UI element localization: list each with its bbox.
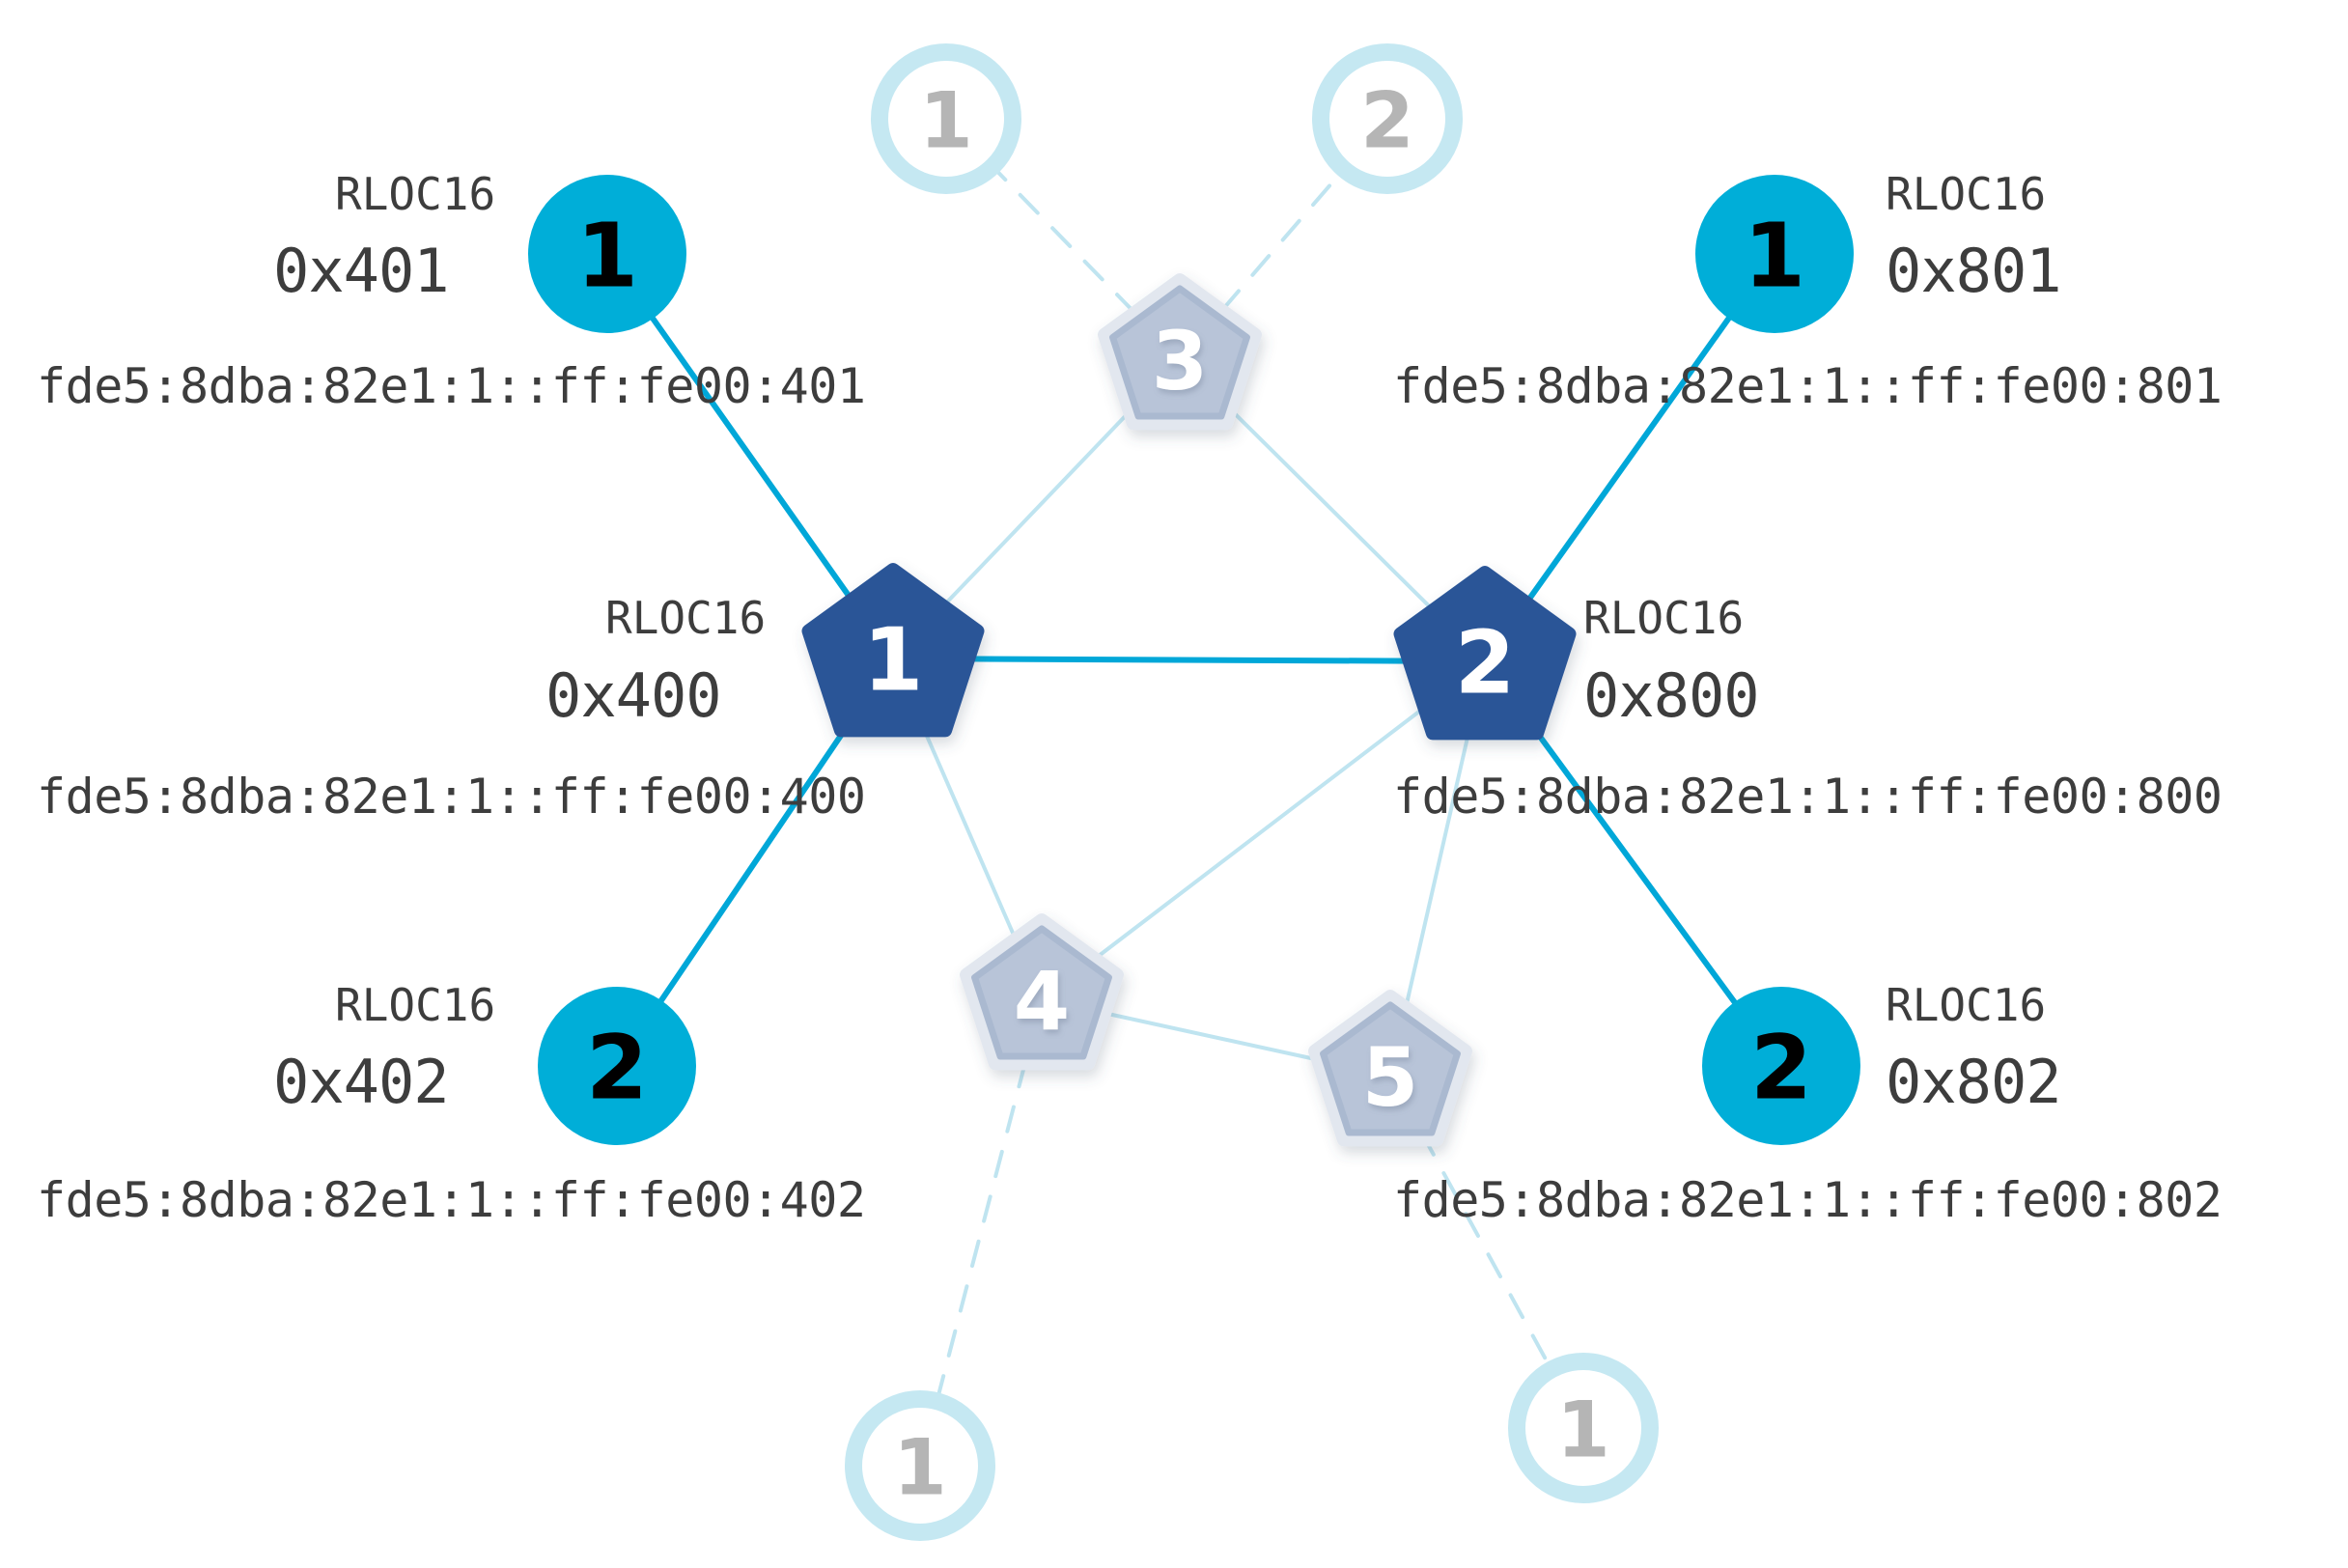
- node-neighbor[interactable]: 3: [1098, 273, 1262, 431]
- edge: [987, 160, 1137, 315]
- node-child[interactable]: 1: [528, 175, 686, 333]
- rloc16-value: 0x801: [1886, 236, 2062, 306]
- child-circle: [538, 987, 696, 1145]
- rloc16-caption: RLOC16: [335, 168, 496, 220]
- rloc16-value: 0x802: [1886, 1047, 2062, 1117]
- edge: [1524, 716, 1747, 1017]
- ipv6-address: fde5:8dba:82e1:1::ff:fe00:801: [1393, 358, 2222, 414]
- node-badge-label: 1: [919, 76, 973, 166]
- router-pentagon: [801, 563, 985, 738]
- ipv6-address: fde5:8dba:82e1:1::ff:fe00:400: [37, 769, 866, 825]
- node-badge-label: 1: [893, 1423, 947, 1513]
- node-child[interactable]: 2: [1702, 987, 1860, 1145]
- rloc16-caption: RLOC16: [1583, 592, 1745, 644]
- ghost-circle: [845, 1390, 995, 1541]
- node-badge-label: 2: [1455, 613, 1516, 714]
- node-router[interactable]: 1: [801, 563, 985, 738]
- neighbor-pentagon: [1320, 1001, 1461, 1136]
- child-circle: [1695, 175, 1854, 333]
- node-neighbor[interactable]: 4: [960, 913, 1124, 1071]
- router-pentagon: [1393, 566, 1577, 741]
- node-ghost[interactable]: 1: [871, 43, 1021, 194]
- rloc16-value: 0x402: [273, 1047, 450, 1117]
- node-router[interactable]: 2: [1393, 566, 1577, 741]
- edge: [941, 404, 1137, 608]
- rloc16-caption: RLOC16: [1886, 979, 2047, 1031]
- rloc16-caption: RLOC16: [335, 979, 496, 1031]
- rloc16-caption: RLOC16: [1886, 168, 2047, 220]
- node-badge-label: 1: [863, 610, 924, 712]
- edge: [1523, 303, 1741, 605]
- rloc16-value: 0x401: [273, 236, 450, 306]
- node-badge-label: 4: [1014, 954, 1070, 1049]
- node-badge-label: 2: [1360, 76, 1414, 166]
- ipv6-address: fde5:8dba:82e1:1::ff:fe00:802: [1393, 1172, 2222, 1228]
- edge-layer: [641, 160, 1747, 1409]
- node-ghost[interactable]: 1: [845, 1390, 995, 1541]
- edge: [1091, 703, 1430, 963]
- edge: [920, 723, 1019, 942]
- node-badge-label: 3: [1152, 314, 1208, 408]
- neighbor-pentagon: [1109, 285, 1250, 420]
- edge: [650, 715, 855, 1016]
- neighbor-pentagon: [971, 925, 1112, 1060]
- edge: [963, 656, 1415, 664]
- node-child[interactable]: 2: [538, 987, 696, 1145]
- node-neighbor[interactable]: 5: [1308, 990, 1472, 1147]
- ipv6-address: fde5:8dba:82e1:1::ff:fe00:402: [37, 1172, 866, 1228]
- node-ghost[interactable]: 2: [1312, 43, 1463, 194]
- child-circle: [528, 175, 686, 333]
- ghost-circle: [1312, 43, 1463, 194]
- rloc16-caption: RLOC16: [605, 592, 767, 644]
- node-badge-label: 1: [1744, 205, 1805, 308]
- node-child[interactable]: 1: [1695, 175, 1854, 333]
- edge: [1402, 730, 1471, 1015]
- rloc16-value: 0x400: [545, 660, 722, 731]
- node-badge-label: 5: [1362, 1030, 1418, 1125]
- rloc16-value: 0x800: [1583, 660, 1760, 731]
- node-badge-label: 2: [586, 1017, 648, 1120]
- ghost-circle: [871, 43, 1021, 194]
- edge: [1223, 403, 1436, 612]
- edge: [1103, 1011, 1329, 1064]
- edge: [1419, 1130, 1556, 1376]
- edge: [934, 1060, 1028, 1409]
- ipv6-address: fde5:8dba:82e1:1::ff:fe00:401: [37, 358, 866, 414]
- child-circle: [1702, 987, 1860, 1145]
- node-ghost[interactable]: 1: [1508, 1353, 1659, 1503]
- edge: [1219, 163, 1350, 313]
- node-badge-label: 1: [576, 205, 638, 308]
- node-badge-label: 1: [1556, 1386, 1610, 1475]
- ghost-circle: [1508, 1353, 1659, 1503]
- node-badge-label: 2: [1750, 1017, 1812, 1120]
- ipv6-address: fde5:8dba:82e1:1::ff:fe00:800: [1393, 769, 2222, 825]
- node-layer: 3 4 5 1 2 1 1 1 1 2 2 1 2: [528, 43, 1860, 1541]
- edge: [641, 303, 854, 602]
